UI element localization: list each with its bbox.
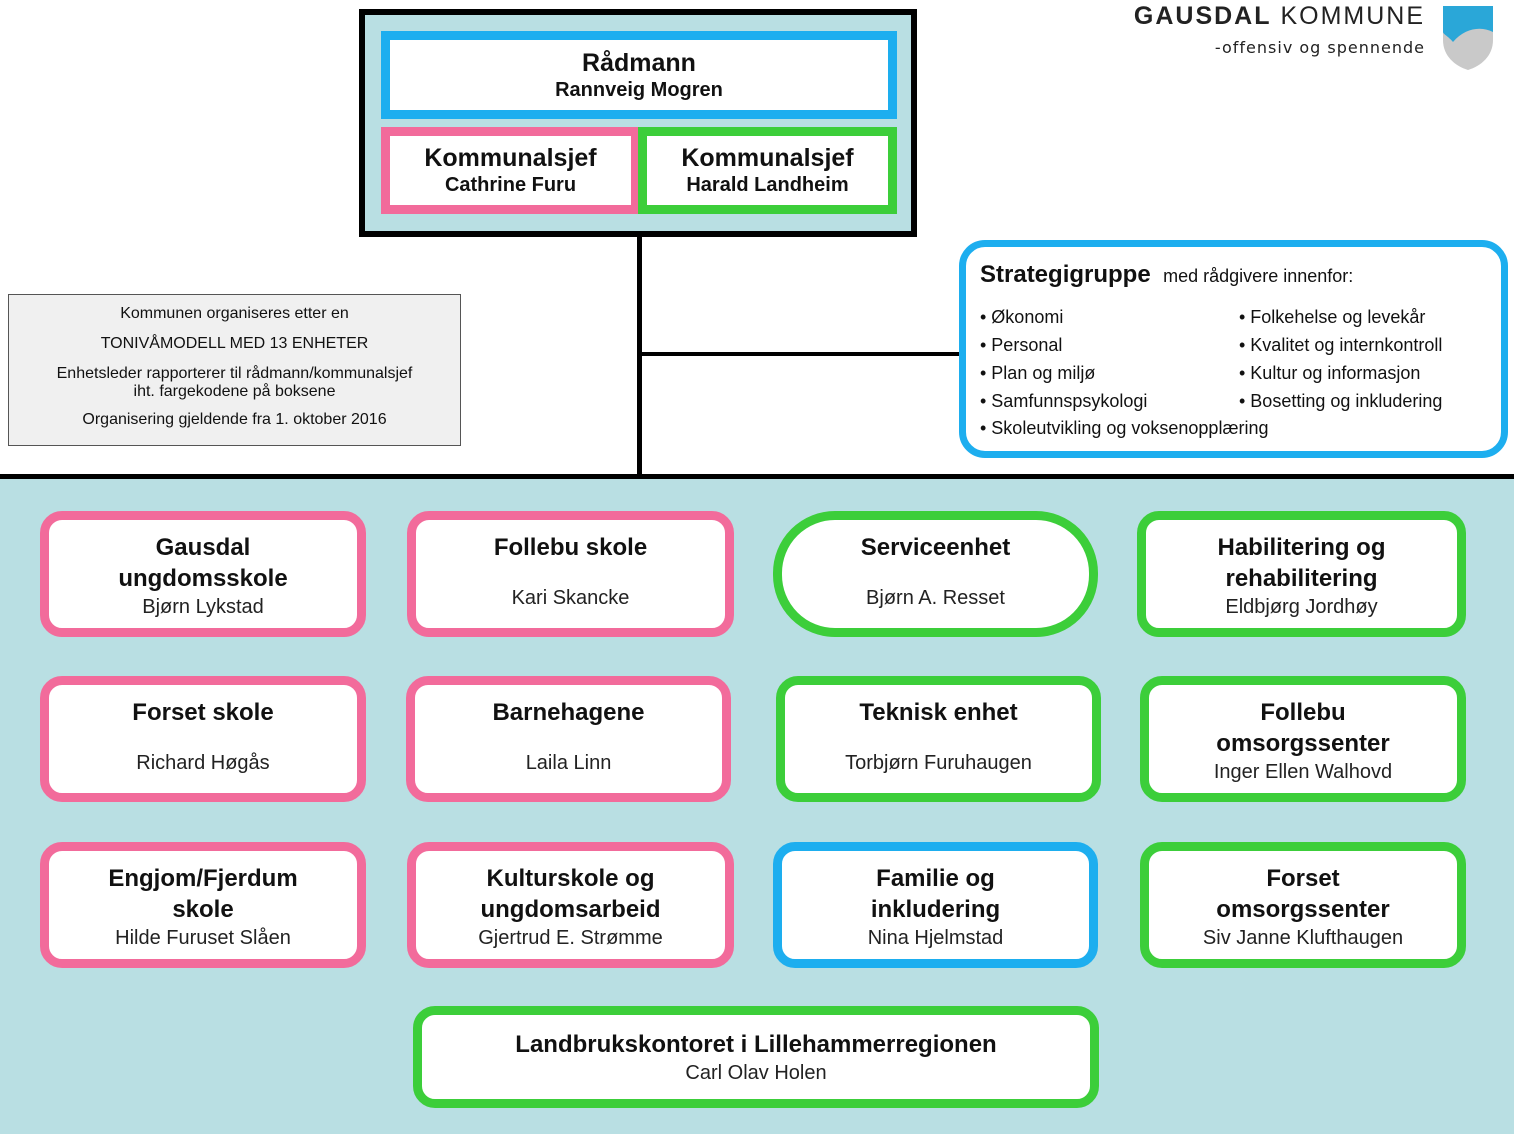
unit-leader-name: Eldbjørg Jordhøy bbox=[1225, 596, 1378, 618]
unit-title: Teknisk enhet bbox=[859, 699, 1018, 726]
unit-leader-name: Hilde Furuset Slåen bbox=[115, 927, 291, 949]
unit-title: Familie og inkludering bbox=[870, 865, 1001, 923]
strategy-right-item: • Bosetting og inkludering bbox=[1239, 391, 1443, 411]
unit-leader-name: Nina Hjelmstad bbox=[867, 927, 1004, 949]
unit-title: Engjom/Fjerdum skole bbox=[108, 865, 298, 923]
unit-title: Kulturskole og ungdomsarbeid bbox=[480, 865, 661, 923]
strategy-right-item: • Kvalitet og internkontroll bbox=[1239, 335, 1443, 355]
info-line-4: Organisering gjeldende fra 1. oktober 20… bbox=[82, 411, 387, 428]
strategy-left-item: • Økonomi bbox=[980, 307, 1064, 327]
vertical-connector bbox=[637, 237, 642, 479]
logo-wordmark: GAUSDAL KOMMUNE bbox=[1133, 2, 1425, 30]
radmann-title: Rådmann bbox=[582, 48, 696, 77]
unit-title: Forset skole bbox=[132, 699, 274, 726]
strategy-left-item: • Personal bbox=[980, 335, 1063, 355]
unit-title: Habilitering og rehabilitering bbox=[1217, 534, 1386, 592]
kommunalsjef-1-name: Cathrine Furu bbox=[444, 174, 577, 196]
unit-leader-name: Siv Janne Klufthaugen bbox=[1202, 927, 1404, 949]
kommunalsjef-1-title: Kommunalsjef bbox=[424, 144, 597, 172]
unit-title: Serviceenhet bbox=[860, 534, 1011, 561]
strategy-subtitle: med rådgivere innenfor: bbox=[1163, 266, 1354, 286]
info-line-1: Kommunen organiseres etter en bbox=[120, 305, 349, 322]
radmann-box: Rådmann Rannveig Mogren bbox=[381, 31, 897, 119]
strategy-left-item: • Plan og miljø bbox=[980, 363, 1096, 383]
strategy-right-item: • Folkehelse og levekår bbox=[1239, 307, 1426, 327]
unit-leader-name: Bjørn Lykstad bbox=[142, 596, 264, 618]
kommunalsjef-box-2: Kommunalsjef Harald Landheim bbox=[638, 127, 897, 214]
unit-title: Follebu omsorgssenter bbox=[1216, 699, 1390, 757]
unit-leader-name: Bjørn A. Resset bbox=[866, 587, 1005, 609]
kommunalsjef-2-name: Harald Landheim bbox=[686, 174, 849, 196]
strategy-title: Strategigruppe bbox=[980, 261, 1151, 288]
radmann-name: Rannveig Mogren bbox=[555, 78, 723, 101]
strategy-list-left: • Økonomi • Personal • Plan og miljø • Samf… bbox=[980, 303, 1268, 442]
unit-title: Forset omsorgssenter bbox=[1216, 865, 1390, 923]
info-line-3b: iht. fargekodene på boksene bbox=[133, 383, 336, 400]
info-line-3a: Enhetsleder rapporterer til rådmann/komm… bbox=[56, 365, 413, 382]
strategy-box: Strategigruppe med rådgivere innenfor: •… bbox=[959, 240, 1508, 458]
horizontal-divider bbox=[0, 474, 1514, 480]
unit-leader-name: Torbjørn Furuhaugen bbox=[845, 752, 1032, 774]
strategy-left-item: • Samfunnspsykologi bbox=[980, 391, 1148, 411]
unit-title: Barnehagene bbox=[492, 699, 645, 726]
kommunalsjef-box-1: Kommunalsjef Cathrine Furu bbox=[381, 127, 640, 214]
strategy-connector bbox=[640, 352, 960, 356]
unit-leader-name: Inger Ellen Walhovd bbox=[1213, 761, 1393, 783]
logo-tagline: -offensiv og spennende bbox=[1214, 38, 1425, 57]
unit-title: Follebu skole bbox=[493, 534, 648, 561]
unit-leader-name: Gjertrud E. Strømme bbox=[478, 927, 663, 949]
strategy-right-item: • Kultur og informasjon bbox=[1239, 363, 1421, 383]
strategy-list-right: • Folkehelse og levekår • Kvalitet og int… bbox=[1239, 303, 1442, 415]
unit-title: Gausdal ungdomsskole bbox=[118, 534, 288, 592]
info-line-2: TONIVÅMODELL MED 13 ENHETER bbox=[100, 335, 369, 352]
unit-leader-name: Kari Skancke bbox=[511, 587, 630, 609]
unit-leader-name: Laila Linn bbox=[525, 752, 612, 774]
coat-of-arms-icon bbox=[1443, 6, 1493, 70]
unit-leader-name: Carl Olav Holen bbox=[685, 1062, 827, 1084]
info-box: Kommunen organiseres etter en TONIVÅMODE… bbox=[8, 294, 461, 446]
strategy-left-item: • Skoleutvikling og voksenopplæring bbox=[980, 418, 1269, 438]
unit-leader-name: Richard Høgås bbox=[136, 752, 270, 774]
kommunalsjef-2-title: Kommunalsjef bbox=[681, 144, 854, 172]
unit-title: Landbrukskontoret i Lillehammerregionen bbox=[515, 1031, 997, 1058]
